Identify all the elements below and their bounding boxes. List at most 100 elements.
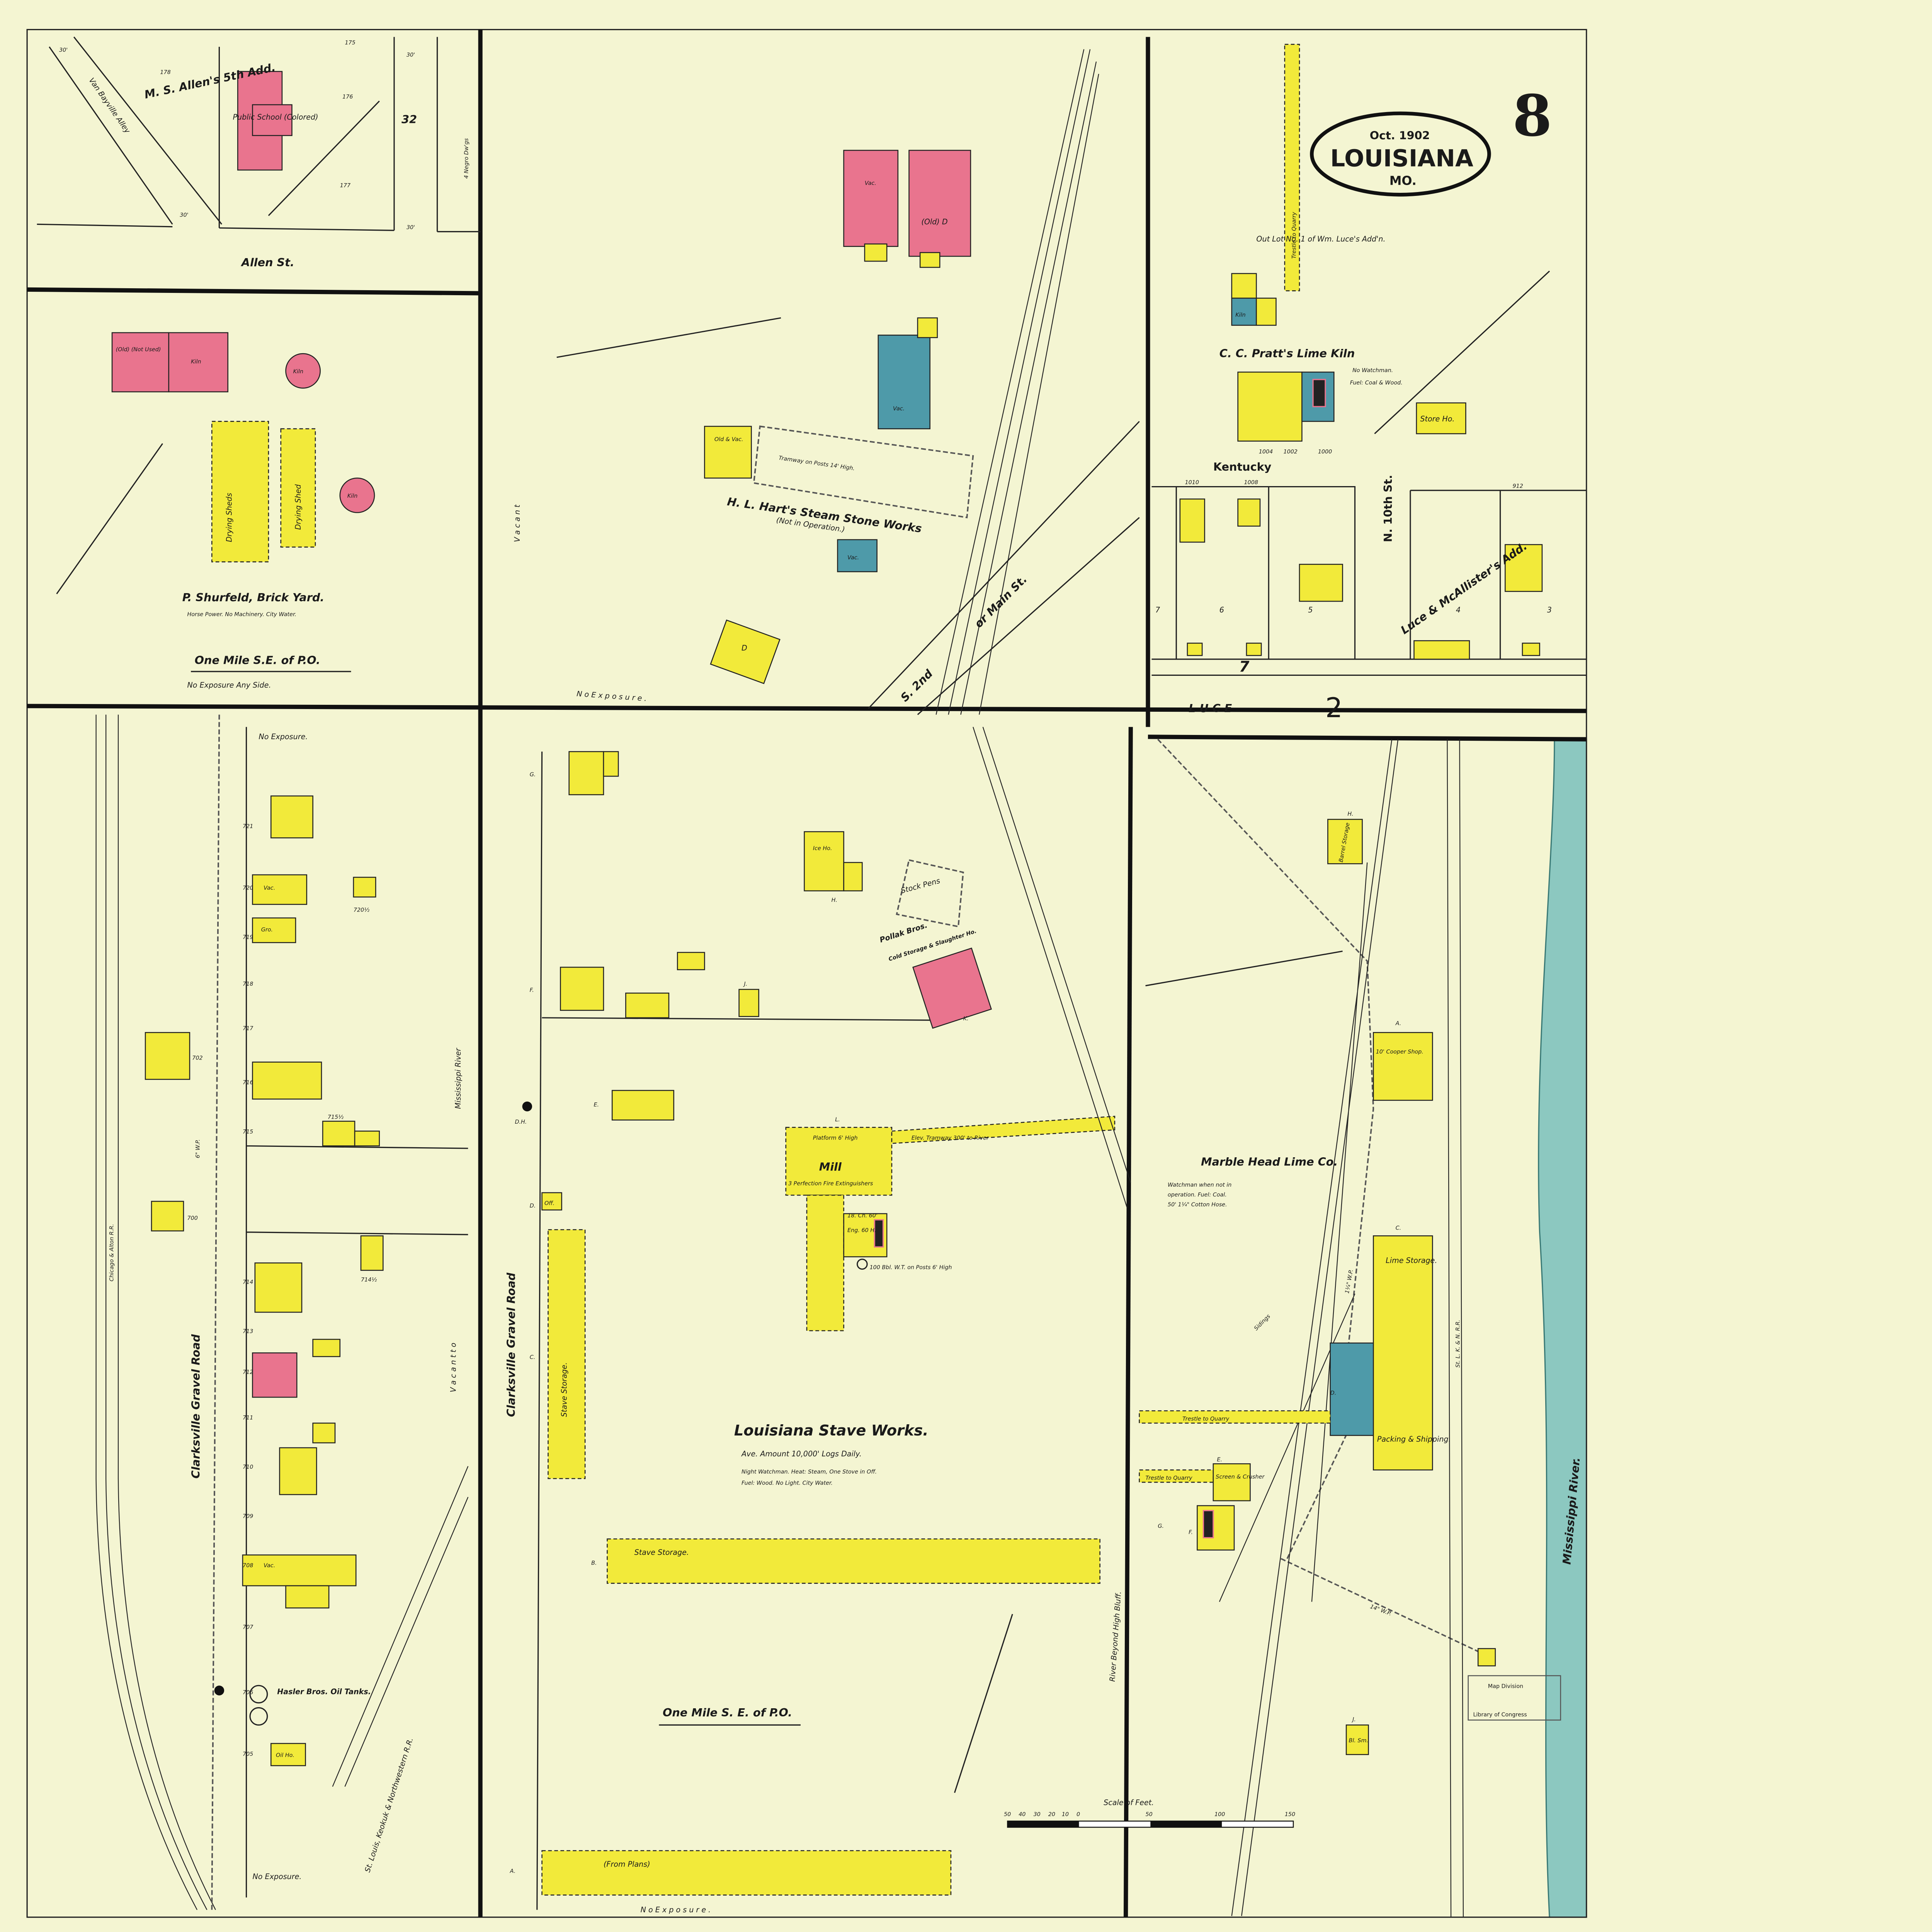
address: 706	[243, 1690, 253, 1696]
lot-num: 3	[1547, 605, 1552, 614]
letter: A.	[510, 1868, 516, 1874]
stave-storage-label-2: Stave Storage.	[634, 1548, 689, 1557]
kiln-label: Kiln	[347, 493, 357, 499]
negro-dwgs: 4 Negro Dw'gs	[463, 138, 469, 179]
address: 719	[243, 934, 253, 940]
grocery-label: Gro.	[261, 927, 273, 933]
stave-storage-label: Stave Storage.	[560, 1362, 568, 1417]
letter: F.	[1189, 1529, 1193, 1536]
letter: E.	[1217, 1457, 1222, 1463]
crusher-label: Screen & Crusher	[1216, 1474, 1265, 1480]
address: 713	[243, 1328, 253, 1335]
address: 715½	[328, 1114, 344, 1120]
drying-sheds-label: Drying Sheds	[224, 493, 233, 542]
width: 30'	[59, 47, 68, 53]
railroad-label: St. L. K. & N. R.R.	[1455, 1320, 1461, 1367]
address: 714½	[361, 1277, 377, 1283]
scale-tick: 50	[1004, 1811, 1011, 1818]
stave-works-exposure: N o E x p o s u r e .	[641, 1905, 711, 1914]
brick-yard-name: P. Shurfeld, Brick Yard.	[182, 591, 325, 604]
house-num: 1008	[1244, 480, 1258, 486]
stave-works-note1: Night Watchman. Heat: Steam, One Stove i…	[742, 1469, 877, 1475]
title-state: MO.	[1389, 173, 1417, 188]
lot-num: 7	[1155, 605, 1160, 614]
address: 716	[243, 1080, 253, 1086]
stave-works-name: Louisiana Stave Works.	[734, 1422, 929, 1439]
letter: H.	[1347, 811, 1353, 817]
lot-num: 5	[1308, 605, 1313, 614]
address: 717	[243, 1026, 253, 1032]
lot-num: 6	[1219, 605, 1224, 614]
address: 714	[243, 1279, 253, 1286]
block-7: 7	[1239, 658, 1250, 675]
vac-label: Vac.	[264, 885, 275, 891]
marble-head-name: Marble Head Lime Co.	[1201, 1155, 1338, 1168]
luce-label: L U C E	[1189, 702, 1232, 715]
scale-tick: 10	[1062, 1811, 1069, 1818]
engine-label: Eng. 60 H.	[847, 1228, 876, 1234]
scale-tick: 50	[1146, 1811, 1153, 1818]
pratt-lime-kiln: Oct. 1902 LOUISIANA MO. 8 Trestle to Qua…	[1151, 44, 1587, 724]
river-label: Mississippi River	[454, 1048, 463, 1109]
oil-tanks-label: Hasler Bros. Oil Tanks.	[277, 1687, 371, 1696]
address: 718	[243, 981, 253, 987]
address: 707	[243, 1624, 253, 1631]
letter: J.	[743, 981, 747, 987]
map-frame	[26, 29, 1587, 1918]
stamp-line2: Library of Congress	[1473, 1712, 1527, 1718]
address: 709	[243, 1514, 253, 1520]
letter: B.	[591, 1560, 597, 1566]
marble-head-note3: 50' 1¼" Cotton Hose.	[1168, 1202, 1227, 1208]
letter: G.	[1158, 1523, 1164, 1529]
street-allen: Allen St.	[241, 256, 294, 269]
vacant-label: V a c a n t	[513, 504, 522, 542]
clarksville-road-2: Clarksville Gravel Road	[504, 1272, 517, 1417]
mill-label: Mill	[819, 1160, 842, 1173]
address: 711	[243, 1415, 253, 1421]
school-label: Public School (Colored)	[233, 112, 318, 121]
mississippi-river	[1538, 738, 1587, 1918]
stone-works-label: Vac.	[865, 180, 876, 186]
house-num: 912	[1512, 483, 1523, 490]
kiln-label: Kiln	[191, 359, 201, 365]
address: 708	[243, 1563, 253, 1569]
address: 720	[243, 885, 253, 891]
title-city: LOUISIANA	[1330, 145, 1473, 172]
stone-works-label: Vac.	[893, 406, 905, 412]
packing-label: Packing & Shipping.	[1377, 1435, 1451, 1444]
scale-bar: Scale of Feet. 50 40 30 20 10 0 50 100 1…	[1004, 1798, 1295, 1828]
marble-head-note1: Watchman when not in	[1168, 1182, 1231, 1188]
letter: C.	[1396, 1225, 1401, 1231]
scale-title: Scale of Feet.	[1104, 1798, 1154, 1807]
trestle-label-2: Trestle to Quarry	[1146, 1475, 1193, 1481]
brick-yard-note: Horse Power. No Machinery. City Water.	[187, 611, 297, 617]
scale-tick: 30	[1033, 1811, 1040, 1818]
block-2: 2	[1325, 692, 1343, 724]
stone-works-label: (Old) D	[921, 217, 947, 226]
address: 700	[187, 1215, 198, 1221]
address-numbers: 721 720 719 718 717 716 715 714 713 712 …	[187, 823, 377, 1757]
kiln-label: Kiln	[293, 369, 303, 375]
scale-tick: 100	[1214, 1811, 1225, 1818]
block-number: 32	[401, 113, 417, 126]
stave-works-location: One Mile S. E. of P.O.	[663, 1706, 792, 1719]
lot-num: 176	[342, 94, 353, 100]
exposure-top: No Exposure.	[259, 732, 308, 741]
stone-works-label: Vac.	[847, 555, 859, 561]
address: 705	[243, 1751, 253, 1757]
letter: L.	[835, 1117, 840, 1123]
house-num: 1000	[1318, 449, 1332, 455]
clarksville-road: Clarksville Gravel Road	[189, 1334, 202, 1478]
marble-head-note2: operation. Fuel: Coal.	[1168, 1192, 1227, 1198]
house-num: 1004	[1259, 449, 1273, 455]
brick-yard-exposure: No Exposure Any Side.	[187, 680, 271, 689]
stave-works-note2: Fuel: Wood. No Light. City Water.	[742, 1480, 833, 1486]
brick-yard-location: One Mile S.E. of P.O.	[195, 654, 320, 667]
stone-works-label: Old & Vac.	[714, 437, 743, 443]
lot-num: 177	[340, 183, 350, 189]
cooper-shop-label: 10' Cooper Shop.	[1376, 1049, 1423, 1055]
letter: K.	[963, 1015, 969, 1022]
outlot-label: Out Lot No. 1 of Wm. Luce's Add'n.	[1256, 235, 1385, 243]
address: 702	[192, 1055, 202, 1061]
street-kentucky: Kentucky	[1213, 460, 1272, 473]
